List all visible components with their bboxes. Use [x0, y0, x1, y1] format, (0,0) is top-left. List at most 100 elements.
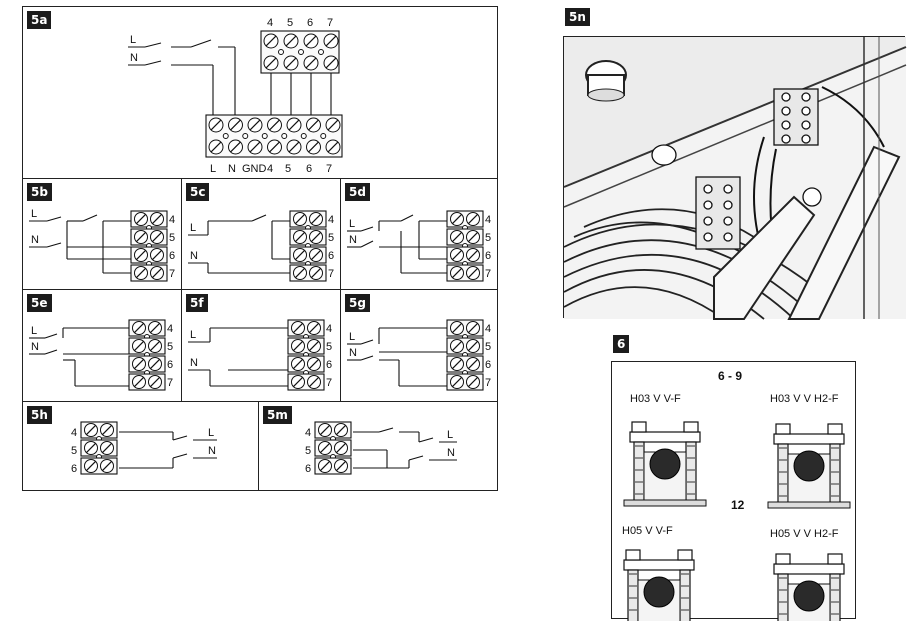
panel-5h-diagram: 456 L N — [71, 421, 217, 475]
terminal-6: 6 — [485, 250, 491, 262]
terminal-5: 5 — [71, 445, 77, 457]
terminal-block — [289, 210, 327, 282]
range-bottom: 12 — [731, 498, 745, 512]
terminal-5: 5 — [305, 445, 311, 457]
label-N: N — [31, 341, 39, 353]
terminal-6: 6 — [169, 250, 175, 262]
panel-5f-tag: 5f — [186, 294, 208, 312]
label-L: L — [190, 222, 196, 234]
terminal-6: 6 — [71, 463, 77, 475]
label-L: L — [447, 429, 453, 441]
panel-5c: 5c L N 4 5 6 7 — [181, 178, 341, 290]
terminal-7: 7 — [485, 268, 491, 280]
terminal-block — [287, 319, 325, 391]
panel-5m-tag: 5m — [263, 406, 292, 424]
terminal-7: 7 — [169, 268, 175, 280]
terminal-5: 5 — [485, 232, 491, 244]
top-terminal-5: 5 — [287, 17, 293, 29]
bottom-terminal-N: N — [228, 163, 236, 175]
terminal-4: 4 — [305, 427, 311, 439]
label-L: L — [31, 325, 37, 337]
terminal-block — [80, 421, 118, 475]
panel-5c-diagram: L N 4 5 6 7 — [188, 210, 334, 282]
panel-5f: 5f L N 4 5 6 7 — [181, 289, 341, 402]
clamp-3 — [623, 549, 695, 621]
terminal-7: 7 — [326, 377, 332, 389]
terminal-4: 4 — [326, 323, 332, 335]
terminal-4: 4 — [485, 214, 491, 226]
panel-5n-photo — [563, 36, 907, 320]
panel-5m-diagram: 4 5 6 L N — [305, 421, 457, 475]
top-terminal-7: 7 — [327, 17, 333, 29]
panel-5m: 5m 4 5 6 L N — [258, 401, 498, 491]
panel-5a: 5a L N 4 5 6 7 L — [22, 6, 498, 181]
label-N: N — [130, 52, 138, 64]
label-N: N — [190, 357, 198, 369]
terminal-7: 7 — [167, 377, 173, 389]
terminal-6: 6 — [167, 359, 173, 371]
label-N: N — [349, 347, 357, 359]
terminal-block — [446, 319, 484, 391]
panel-5c-tag: 5c — [186, 183, 210, 201]
panel-5d: 5d L N 4 5 6 7 — [340, 178, 498, 290]
label-L: L — [349, 218, 355, 230]
clamp-2 — [767, 423, 851, 509]
bottom-terminal-5: 5 — [285, 163, 291, 175]
label-N: N — [349, 234, 357, 246]
label-N: N — [31, 234, 39, 246]
terminal-block — [314, 421, 352, 475]
terminal-7: 7 — [328, 268, 334, 280]
label-L: L — [349, 331, 355, 343]
terminal-6: 6 — [305, 463, 311, 475]
terminal-6: 6 — [328, 250, 334, 262]
label-N: N — [190, 250, 198, 262]
panel-5a-tag: 5a — [27, 11, 52, 29]
panel-5g-tag: 5g — [345, 294, 370, 312]
panel-5e: 5e L N 4 5 6 7 — [22, 289, 182, 402]
terminal-block — [130, 210, 168, 282]
panel-5e-diagram: L N 4 5 6 7 — [29, 319, 173, 391]
terminal-4: 4 — [328, 214, 334, 226]
terminal-5: 5 — [485, 341, 491, 353]
terminal-block — [446, 210, 484, 282]
terminal-5: 5 — [328, 232, 334, 244]
panel-5b-diagram: L N 4 5 6 7 — [29, 208, 175, 282]
label-L: L — [190, 329, 196, 341]
panel-5e-tag: 5e — [27, 294, 52, 312]
terminal-4: 4 — [167, 323, 173, 335]
cable-type-2: H03 V V H2-F — [770, 393, 839, 405]
terminal-6: 6 — [485, 359, 491, 371]
top-terminal-6: 6 — [307, 17, 313, 29]
panel-5f-diagram: L N 4 5 6 7 — [188, 319, 332, 391]
panel-5a-diagram: L N 4 5 6 7 L N GN — [128, 17, 343, 175]
terminal-4: 4 — [169, 214, 175, 226]
clamp-1 — [623, 421, 707, 507]
bottom-terminal-4: 4 — [267, 163, 273, 175]
terminal-4: 4 — [485, 323, 491, 335]
label-L: L — [130, 34, 136, 46]
panel-5d-tag: 5d — [345, 183, 370, 201]
terminal-5: 5 — [326, 341, 332, 353]
label-L: L — [208, 427, 214, 439]
panel-5g-diagram: L N 4 5 6 7 — [347, 319, 491, 391]
terminal-5: 5 — [167, 341, 173, 353]
label-N: N — [447, 447, 455, 459]
panel-5g: 5g L N 4 5 6 7 — [340, 289, 498, 402]
label-L: L — [31, 208, 37, 220]
panel-5h-tag: 5h — [27, 406, 52, 424]
terminal-6: 6 — [326, 359, 332, 371]
cable-clamp-diagram: 6 - 9 12 H03 V V-F H03 V V H2-F H05 V V-… — [622, 369, 851, 621]
fan-housing-photo — [563, 37, 907, 320]
bottom-terminal-L: L — [210, 163, 216, 175]
top-terminal-4: 4 — [267, 17, 273, 29]
cable-type-3: H05 V V-F — [622, 525, 673, 537]
terminal-block — [128, 319, 166, 391]
cable-type-1: H03 V V-F — [630, 393, 681, 405]
panel-5n-tag: 5n — [565, 8, 590, 26]
terminal-5: 5 — [169, 232, 175, 244]
bottom-terminal-7: 7 — [326, 163, 332, 175]
bottom-terminal-6: 6 — [306, 163, 312, 175]
terminal-7: 7 — [485, 377, 491, 389]
